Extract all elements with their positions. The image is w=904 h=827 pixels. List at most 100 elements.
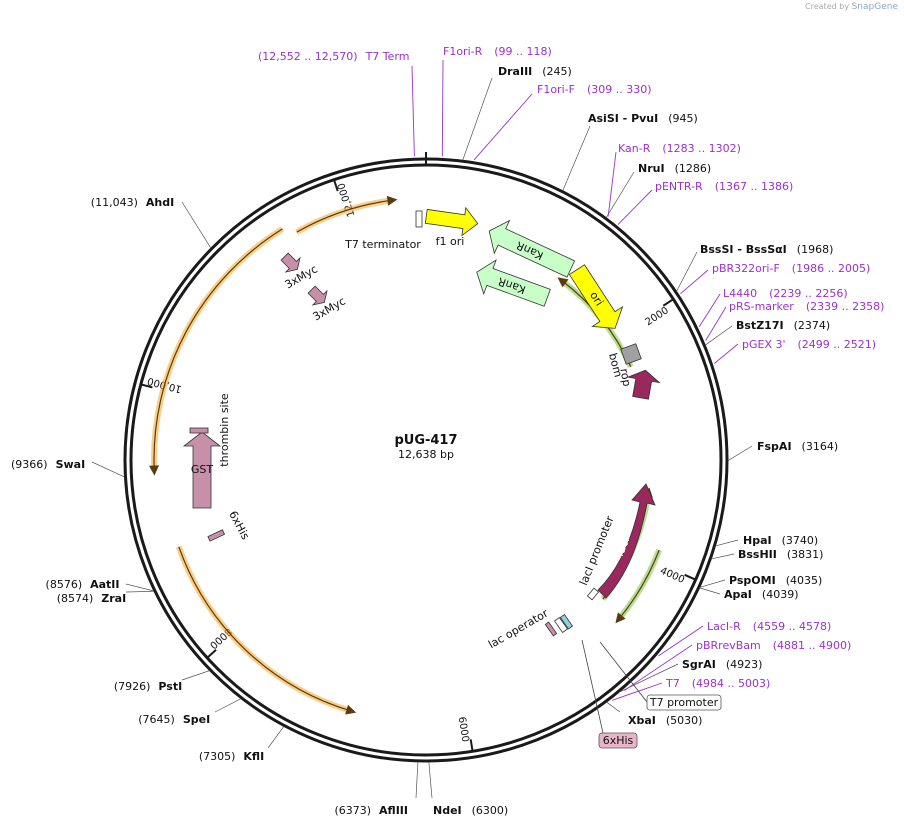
feature-laci: lacI [597, 483, 656, 599]
site-hpai[interactable]: HpaI(3740) [715, 534, 819, 547]
primer-pgex-3-pos: (2499 .. 2521) [798, 338, 877, 351]
primer-pentr-r-leader [617, 189, 653, 225]
feature-gst-label: GST [191, 463, 214, 476]
site-asisi-pvui-leader [562, 125, 591, 191]
primer-t7-term-label: (12,552 .. 12,570)T7 Term [258, 50, 409, 63]
primer-pbrrevbam-name: pBRrevBam [696, 639, 761, 652]
primer-l4440-label: L4440(2239 .. 2256) [723, 287, 848, 300]
primer-pentr-r-pos: (1367 .. 1386) [715, 180, 794, 193]
site-swai[interactable]: (9366)SwaI [11, 458, 125, 478]
site-spei-leader [214, 698, 242, 713]
primer-pentr-r[interactable]: pENTR-R (1367 .. 1386) [617, 180, 794, 225]
site-kfli-label: (7305)KflI [199, 750, 264, 763]
site-aatii-label: (8576)AatII [46, 578, 120, 591]
site-ahdi[interactable]: (11,043)AhdI [91, 196, 212, 249]
site-xbai-pos: (5030) [666, 714, 703, 727]
primer-prs-marker-pos: (2339 .. 2358) [806, 300, 885, 313]
primer-f1ori-r-leader [441, 59, 444, 157]
primer-f1ori-f-label: F1ori-F(309 .. 330) [537, 83, 652, 96]
site-sgrai-label: SgrAI(4923) [682, 658, 762, 671]
feature-gst: GST [182, 431, 222, 509]
site-nrui-leader [605, 171, 635, 218]
primer-t7[interactable]: T7(4984 .. 5003) [612, 677, 770, 701]
primer-pbrrevbam-leader [624, 644, 693, 691]
tick-mark [469, 739, 474, 752]
site-afliii[interactable]: (6373)AflIII [334, 761, 419, 817]
primer-f1ori-f[interactable]: F1ori-F(309 .. 330) [473, 83, 652, 161]
feature-ori-shape [568, 264, 624, 329]
site-ndei[interactable]: NdeI(6300) [428, 761, 508, 817]
box-label-6xhis[interactable]: 6xHis [581, 639, 638, 749]
feature-6xhis-label: 6xHis [226, 509, 252, 542]
site-sgrai-name: SgrAI [682, 658, 716, 671]
primer-pbr322ori-f-leader [680, 269, 709, 295]
site-aatii[interactable]: (8576)AatII [46, 578, 154, 592]
site-fspai[interactable]: FspAI(3164) [727, 440, 838, 461]
site-fspai-pos: (3164) [802, 440, 839, 453]
primer-pbrrevbam-pos: (4881 .. 4900) [773, 639, 852, 652]
site-sgrai[interactable]: SgrAI(4923) [619, 658, 762, 693]
primer-laci-r[interactable]: LacI-R(4559 .. 4578) [658, 620, 831, 657]
site-psti[interactable]: (7926)PstI [114, 670, 210, 693]
primer-t7-term-pos: (12,552 .. 12,570) [258, 50, 358, 63]
primer-l4440[interactable]: L4440(2239 .. 2256) [698, 287, 848, 328]
site-ndei-leader [428, 761, 433, 799]
tick-mark [140, 383, 153, 389]
orf-arc [618, 549, 660, 620]
site-pspomi[interactable]: PspOMI(4035) [699, 574, 822, 588]
site-draiii-pos: (245) [542, 65, 572, 78]
site-kfli[interactable]: (7305)KflI [199, 726, 285, 763]
site-bsshii-label: BssHII(3831) [738, 548, 823, 561]
primer-pgex-3[interactable]: pGEX 3'(2499 .. 2521) [714, 338, 876, 364]
site-psti-name: PstI [158, 680, 182, 693]
tick-mark [662, 298, 674, 307]
site-aatii-leader [125, 583, 154, 592]
site-bsshii[interactable]: BssHII(3831) [711, 548, 823, 561]
primer-pgex-3-leader [714, 343, 739, 364]
feature-6xhis [207, 529, 226, 542]
site-nrui[interactable]: NruI(1286) [605, 162, 711, 218]
site-bstz17i[interactable]: BstZ17I(2374) [705, 319, 830, 346]
primer-kan-r-label: Kan-R(1283 .. 1302) [618, 142, 741, 155]
tick-mark [333, 179, 339, 192]
site-asisi-pvui[interactable]: AsiSI - PvuI(945) [562, 112, 698, 191]
primer-pbr322ori-f-name: pBR322ori-F [712, 262, 780, 275]
site-xbai[interactable]: XbaI (5030) [606, 701, 703, 727]
primer-pbrrevbam[interactable]: pBRrevBam (4881 .. 4900) [624, 639, 852, 691]
site-swai-leader [91, 461, 125, 478]
site-zrai[interactable]: (8574)ZraI [57, 590, 155, 605]
primer-f1ori-r[interactable]: F1ori-R(99 .. 118) [441, 45, 552, 157]
box-label-t7-promoter-text: T7 promoter [649, 696, 719, 709]
feature-6xhis-mark-right [544, 621, 558, 637]
primer-prs-marker-name: pRS-marker [729, 300, 794, 313]
site-bsssi-bsss-i[interactable]: BssSI - BssSαI(1968) [676, 243, 834, 292]
site-zrai-label: (8574)ZraI [57, 592, 127, 605]
orf-arrowhead [149, 465, 160, 476]
primer-kan-r[interactable]: Kan-R(1283 .. 1302) [607, 142, 741, 217]
site-afliii-name: AflIII [379, 804, 408, 817]
orf-arc [153, 228, 283, 471]
feature-lac-operator [553, 616, 569, 634]
site-hpai-name: HpaI [743, 534, 772, 547]
site-apai[interactable]: ApaI(4039) [699, 587, 799, 601]
site-zrai-leader [125, 590, 155, 593]
primer-pentr-r-name: pENTR-R [655, 180, 703, 193]
primer-prs-marker[interactable]: pRS-marker (2339 .. 2358) [705, 300, 885, 341]
site-xbai-name: XbaI [628, 714, 656, 727]
box-label-t7-promoter[interactable]: T7 promoter [599, 641, 722, 711]
site-spei-label: (7645)SpeI [138, 713, 210, 726]
site-draiii[interactable]: DraIII(245) [462, 65, 572, 161]
primer-l4440-pos: (2239 .. 2256) [769, 287, 848, 300]
tick-label: 6000 [456, 716, 471, 743]
orf-arrowhead [557, 277, 569, 288]
site-spei[interactable]: (7645)SpeI [138, 698, 242, 726]
site-bstz17i-leader [705, 325, 733, 346]
primer-t7-term[interactable]: (12,552 .. 12,570)T7 Term [258, 50, 415, 157]
primer-pbr322ori-f[interactable]: pBR322ori-F(1986 .. 2005) [680, 262, 870, 295]
site-fspai-label: FspAI(3164) [757, 440, 838, 453]
site-hpai-leader [715, 539, 739, 547]
feature-laci-promoter [586, 587, 600, 601]
site-draiii-label: DraIII(245) [498, 65, 572, 78]
feature-t7-terminator-label: T7 terminator [344, 238, 421, 251]
